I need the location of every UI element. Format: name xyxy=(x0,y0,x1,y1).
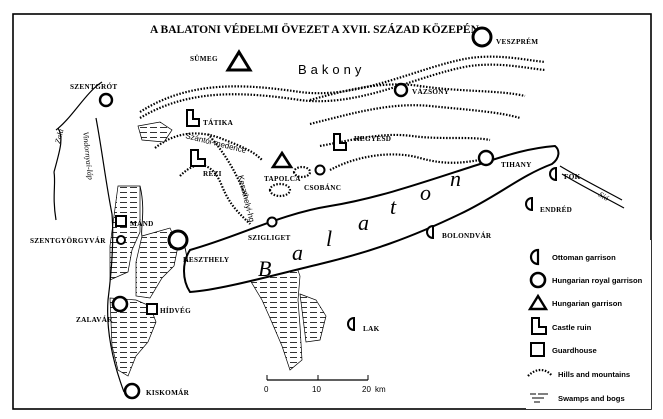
scale-tick-0: 0 xyxy=(264,385,269,394)
fok-ottoman-garrison-icon xyxy=(549,166,557,182)
guardhouse-icon xyxy=(530,342,545,357)
place-mand: MÁND xyxy=(130,218,154,228)
scale-tick-10: 10 xyxy=(312,385,321,394)
region-vindornyai-lap: Vindornyai-láp xyxy=(81,131,95,180)
scale-bar: 0 10 20 km xyxy=(264,375,386,394)
sumeg-hungarian-garrison-icon xyxy=(225,49,253,72)
place-hegyesd: HEGYESD xyxy=(354,135,391,143)
veszprem-royal-garrison-icon xyxy=(471,26,493,48)
place-csobanc: CSOBÁNC xyxy=(304,182,341,192)
bolondvar-ottoman-garrison-icon xyxy=(426,224,434,240)
lake-letter-4: a xyxy=(358,210,369,235)
place-tatika: TÁTIKA xyxy=(203,117,234,127)
szentgyorgyvar-royal-garrison-icon xyxy=(116,235,126,245)
lak-ottoman-garrison-icon xyxy=(347,316,355,332)
legend-swamps-bogs: Swamps and bogs xyxy=(558,394,625,403)
legend-guardhouse: Guardhouse xyxy=(552,346,597,355)
place-bolondvar: BOLONDVÁR xyxy=(442,230,492,240)
hills-mountains xyxy=(139,55,546,225)
map-frame xyxy=(12,13,652,410)
keszthely-royal-garrison-icon xyxy=(167,229,189,251)
legend: Ottoman garrison Hungarian royal garriso… xyxy=(526,240,651,409)
kiskomar-royal-garrison-icon xyxy=(123,382,141,400)
ottoman-garrison-icon xyxy=(529,248,540,266)
mand-guardhouse-icon xyxy=(115,215,127,227)
place-szentgrot: SZENTGRÓT xyxy=(70,81,117,91)
lake-letter-7: n xyxy=(450,166,461,191)
place-vazsony: VÁZSONY xyxy=(412,86,450,96)
tatika-castle-ruin-icon xyxy=(186,109,200,127)
swamps-bogs-icon xyxy=(530,393,548,403)
place-szigliget: SZIGLIGET xyxy=(248,234,291,242)
place-rezi: REZI xyxy=(203,170,222,178)
castle-ruin-icon xyxy=(531,317,547,335)
hegyesd-castle-ruin-icon xyxy=(333,133,347,151)
legend-background xyxy=(526,240,651,409)
lake-letter-1: B xyxy=(258,256,271,281)
rezi-castle-ruin-icon xyxy=(190,149,206,167)
lake-balaton xyxy=(183,144,560,294)
legend-hungarian-royal-garrison: Hungarian royal garrison xyxy=(552,276,643,285)
place-kiskomar: KISKOMÁR xyxy=(146,387,190,397)
place-tihany: TIHANY xyxy=(501,161,532,169)
lake-label: B a l a t o n xyxy=(258,166,461,281)
place-hidveg: HÍDVÉG xyxy=(160,305,191,315)
hungarian-garrison-icon xyxy=(527,293,549,311)
rivers xyxy=(53,81,625,393)
legend-hungarian-garrison: Hungarian garrison xyxy=(552,299,622,308)
lake-letter-2: a xyxy=(292,240,303,265)
vazsony-royal-garrison-icon xyxy=(393,82,409,98)
place-veszprem: VESZPRÉM xyxy=(496,36,538,46)
tapolca-hungarian-garrison-icon xyxy=(270,150,294,169)
place-lak: LAK xyxy=(363,325,380,333)
lake-letter-6: o xyxy=(420,180,431,205)
map-title: A BALATONI VÉDELMI ÖVEZET A XVII. SZÁZAD… xyxy=(150,22,480,36)
place-zalavar: ZALAVÁR xyxy=(76,314,113,324)
tihany-royal-garrison-icon xyxy=(477,149,495,167)
hills-mountains-icon xyxy=(527,368,553,377)
region-bakony: Bakony xyxy=(298,62,365,77)
river-sio: Sió xyxy=(597,190,610,203)
hidveg-guardhouse-icon xyxy=(146,303,158,315)
legend-castle-ruin: Castle ruin xyxy=(552,323,592,332)
place-endred: ENDRÉD xyxy=(540,204,572,214)
place-keszthely: KESZTHELY xyxy=(183,256,230,264)
hungarian-royal-garrison-icon xyxy=(529,271,547,289)
scale-tick-20: 20 xyxy=(362,385,371,394)
region-keszthelyi-hg: Keszthelyi-hg. xyxy=(236,174,257,225)
river-zala: Zala xyxy=(53,128,65,144)
legend-ottoman-garrison: Ottoman garrison xyxy=(552,253,616,262)
lake-letter-3: l xyxy=(326,226,332,251)
csobanc-royal-garrison-icon xyxy=(314,164,326,176)
endred-ottoman-garrison-icon xyxy=(525,196,533,212)
place-sumeg: SÜMEG xyxy=(190,54,218,63)
scale-unit: km xyxy=(375,385,386,394)
zalavar-royal-garrison-icon xyxy=(111,295,129,313)
szentgrot-royal-garrison-icon xyxy=(98,92,114,108)
lake-letter-5: t xyxy=(390,194,397,219)
place-fok: FOK xyxy=(564,173,581,181)
place-szentgyorgyvar: SZENTGYÖRGYVÁR xyxy=(30,235,106,245)
place-tapolca: TAPOLCA xyxy=(264,175,301,183)
legend-hills-mountains: Hills and mountains xyxy=(558,370,630,379)
szigliget-royal-garrison-icon xyxy=(266,216,278,228)
